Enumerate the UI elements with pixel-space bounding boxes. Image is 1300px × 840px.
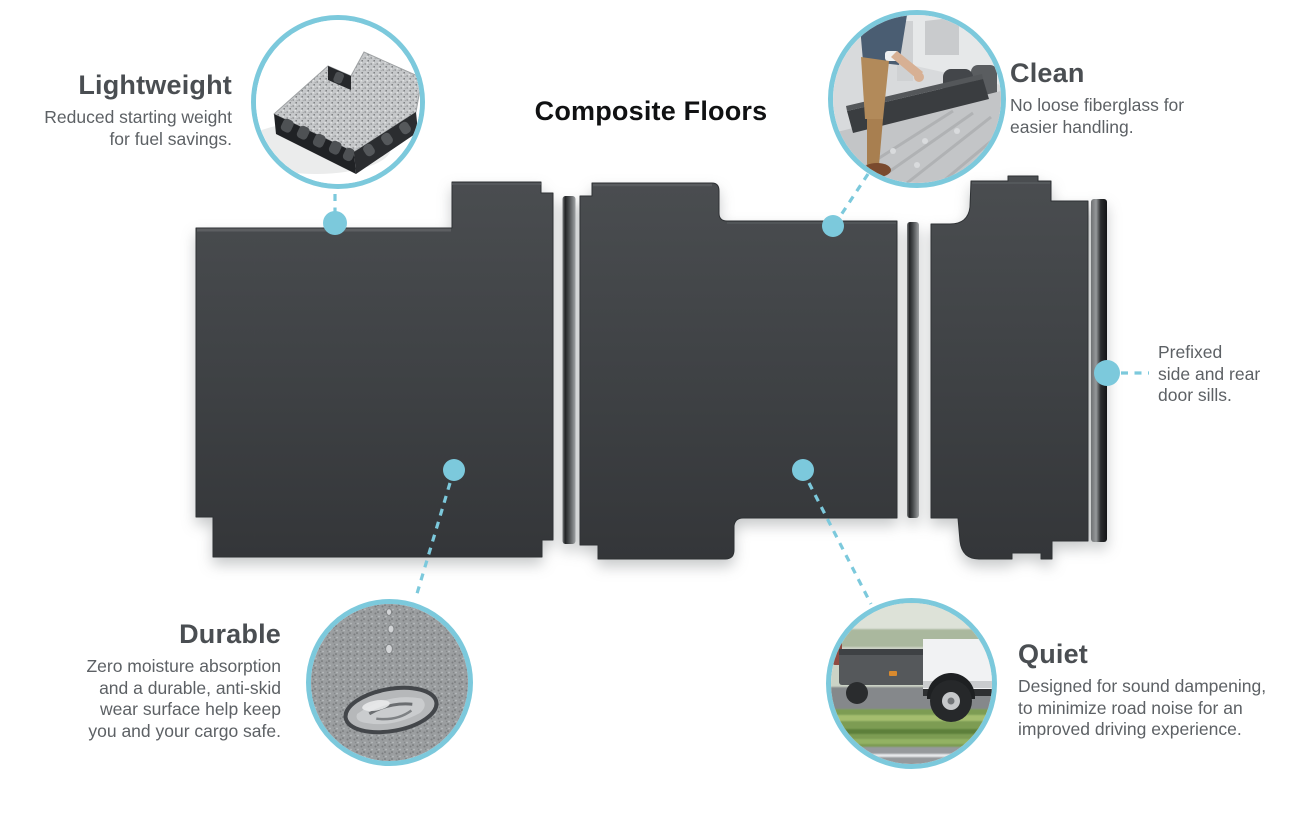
installer-placing-panel-in-van-photo <box>833 15 1001 183</box>
callout-dot-prefixed <box>1094 360 1120 386</box>
callout-dot-durable <box>443 459 465 481</box>
feature-lightweight-body: Reduced starting weight for fuel savings… <box>44 107 232 149</box>
lightweight-photo-circle <box>251 15 425 189</box>
callout-dot-quiet <box>792 459 814 481</box>
feature-clean-heading: Clean <box>1010 58 1085 88</box>
feature-clean: Clean No loose fiberglass for easier han… <box>1010 58 1280 138</box>
sill-strip-middle <box>907 222 919 518</box>
feature-durable-body: Zero moisture absorption and a durable, … <box>86 656 281 741</box>
van-driving-on-road-photo <box>831 603 992 764</box>
callout-dot-clean <box>822 215 844 237</box>
clean-photo-circle <box>828 10 1006 188</box>
callout-line-durable <box>414 482 452 598</box>
callout-line-quiet <box>807 482 873 605</box>
feature-clean-body: No loose fiberglass for easier handling. <box>1010 95 1185 137</box>
floor-panel-right <box>930 175 1089 560</box>
page-title: Composite Floors <box>534 96 768 126</box>
feature-quiet-heading: Quiet <box>1018 639 1089 669</box>
sill-strip-left <box>562 196 576 544</box>
callout-dot-lightweight <box>323 211 347 235</box>
feature-prefixed-sills-body: Prefixed side and rear door sills. <box>1158 342 1261 405</box>
callout-line-clean <box>839 173 870 216</box>
feature-durable: Durable Zero moisture absorption and a d… <box>50 619 281 742</box>
feature-quiet-body: Designed for sound dampening, to minimiz… <box>1018 676 1267 739</box>
water-droplet-on-antiskid-surface-photo <box>311 604 468 761</box>
honeycomb-composite-panel-photo <box>256 20 420 184</box>
feature-lightweight-heading: Lightweight <box>78 70 232 100</box>
feature-prefixed-sills: Prefixed side and rear door sills. <box>1158 342 1288 407</box>
feature-lightweight: Lightweight Reduced starting weight for … <box>10 70 232 150</box>
floor-panel-middle <box>579 182 898 560</box>
durable-photo-circle <box>306 599 473 766</box>
feature-durable-heading: Durable <box>179 619 281 649</box>
quiet-photo-circle <box>826 598 997 769</box>
feature-quiet: Quiet Designed for sound dampening, to m… <box>1018 639 1290 741</box>
floor-panel-left <box>195 181 554 558</box>
